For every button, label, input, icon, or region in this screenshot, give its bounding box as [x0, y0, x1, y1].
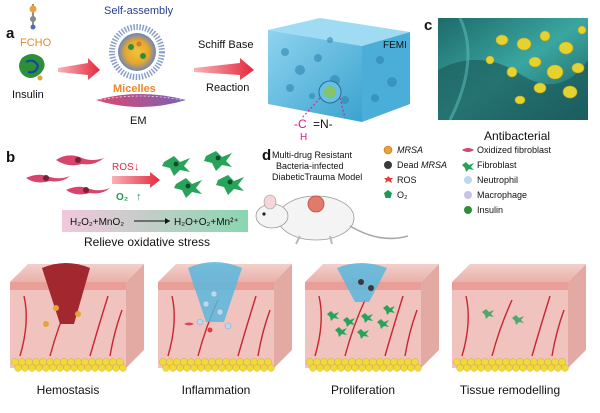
- legend-symbol: [464, 206, 472, 214]
- sem-micrograph: [438, 17, 588, 121]
- bond-eq-label: =N-: [313, 117, 333, 131]
- legend-label: Fibroblast: [477, 160, 517, 170]
- femi-label: FEMI: [383, 40, 407, 51]
- model-line-1: Multi-drug Resistant: [272, 150, 353, 160]
- schiff-base-label: Schiff Base: [198, 39, 253, 51]
- fcho-molecule-icon: [29, 4, 37, 30]
- insulin-label: Insulin: [12, 89, 44, 101]
- mouse-model-icon: [255, 194, 409, 245]
- legend-item: Dead MRSA: [384, 160, 447, 170]
- legend-label: Oxidized fibroblast: [477, 145, 552, 155]
- legend-symbol: [462, 148, 474, 152]
- legend-label: Neutrophil: [477, 175, 518, 185]
- equation-left: H₂O₂+MnO₂: [70, 217, 124, 228]
- legend-label: Insulin: [477, 205, 503, 215]
- legend-symbol: [384, 190, 392, 198]
- legend-symbol: [383, 145, 393, 155]
- model-line-2: Bacteria-infected: [276, 161, 344, 171]
- arrow-to-micelles-icon: [58, 58, 100, 80]
- skin-block: [452, 264, 586, 372]
- skin-block: [10, 263, 144, 372]
- legend-item: MRSA: [383, 145, 423, 155]
- legend-item: Oxidized fibroblast: [462, 145, 552, 155]
- panel-b: b ROS ↓ O₂ ↑ H₂O₂+MnO₂ H₂O+: [6, 149, 248, 249]
- em-label: EM: [130, 115, 147, 127]
- legend-symbol: [464, 176, 472, 184]
- legend-item: Fibroblast: [462, 160, 517, 172]
- legend-symbol: [464, 191, 472, 199]
- arrow-fibroblast-icon: [112, 172, 160, 188]
- legend-label: O₂: [397, 190, 408, 200]
- model-line-3: DiabeticTrauma Model: [272, 172, 362, 182]
- ros-label: ROS: [112, 162, 134, 173]
- stage-label: Hemostasis: [37, 383, 100, 397]
- self-assembly-label: Self-assembly: [104, 5, 174, 17]
- legend: MRSA Dead MRSA ROS O₂ Oxidized fibroblastFib…: [383, 145, 552, 215]
- o2-label: O₂: [116, 192, 128, 203]
- legend-symbol: [462, 162, 474, 172]
- wound-site-icon: [307, 195, 325, 213]
- panel-b-letter: b: [6, 149, 15, 166]
- micelles-label: Micelles: [113, 83, 156, 95]
- legend-symbol: [384, 176, 393, 183]
- insulin-molecule-icon: [19, 54, 45, 81]
- stage-label: Tissue remodelling: [460, 383, 560, 397]
- legend-item: Insulin: [464, 205, 503, 215]
- relieve-stress-caption: Relieve oxidative stress: [84, 235, 210, 249]
- skin-block: [305, 263, 439, 372]
- reaction-label: Reaction: [206, 82, 249, 94]
- oxidized-fibroblast-icons: [26, 155, 110, 195]
- legend-label: Macrophage: [477, 190, 527, 200]
- bond-left-label: -C: [294, 117, 307, 131]
- bond-h-label: H: [300, 132, 307, 143]
- legend-item: O₂: [384, 190, 408, 200]
- legend-symbol: [384, 161, 392, 169]
- em-sheet-icon: [96, 94, 186, 107]
- wound-healing-stages: Hemostasis Inflammation Proliferation Tissu…: [10, 262, 586, 397]
- legend-item: ROS: [384, 175, 417, 185]
- legend-item: Neutrophil: [464, 175, 518, 185]
- legend-label: MRSA: [397, 145, 423, 155]
- o2-up-arrow-icon: ↑: [136, 191, 142, 203]
- blood-clot-icon: [42, 263, 90, 324]
- micelle-icon: [109, 24, 165, 80]
- antibacterial-label: Antibacterial: [484, 129, 550, 143]
- fcho-label: FCHO: [20, 37, 52, 49]
- panel-a-letter: a: [6, 25, 15, 42]
- femi-hydrogel-icon: [268, 18, 410, 122]
- panel-a: a FCHO Insulin Self-assembly Micelles: [6, 4, 410, 143]
- panel-c: c Antibacterial: [424, 17, 588, 143]
- equation-right: H₂O+O₂+Mn²⁺: [174, 217, 239, 228]
- stage-label: Inflammation: [182, 383, 251, 397]
- skin-block: [158, 262, 292, 372]
- panel-c-letter: c: [424, 17, 432, 34]
- ros-down-arrow-icon: ↓: [134, 161, 140, 173]
- legend-label: Dead MRSA: [397, 160, 447, 170]
- fibroblast-icons: [162, 151, 244, 198]
- panel-d: d Multi-drug Resistant Bacteria-infected…: [255, 145, 552, 245]
- stage-label: Proliferation: [331, 383, 395, 397]
- legend-label: ROS: [397, 175, 417, 185]
- panel-d-letter: d: [262, 147, 271, 164]
- arrow-to-femi-icon: [194, 58, 254, 80]
- legend-item: Macrophage: [464, 190, 527, 200]
